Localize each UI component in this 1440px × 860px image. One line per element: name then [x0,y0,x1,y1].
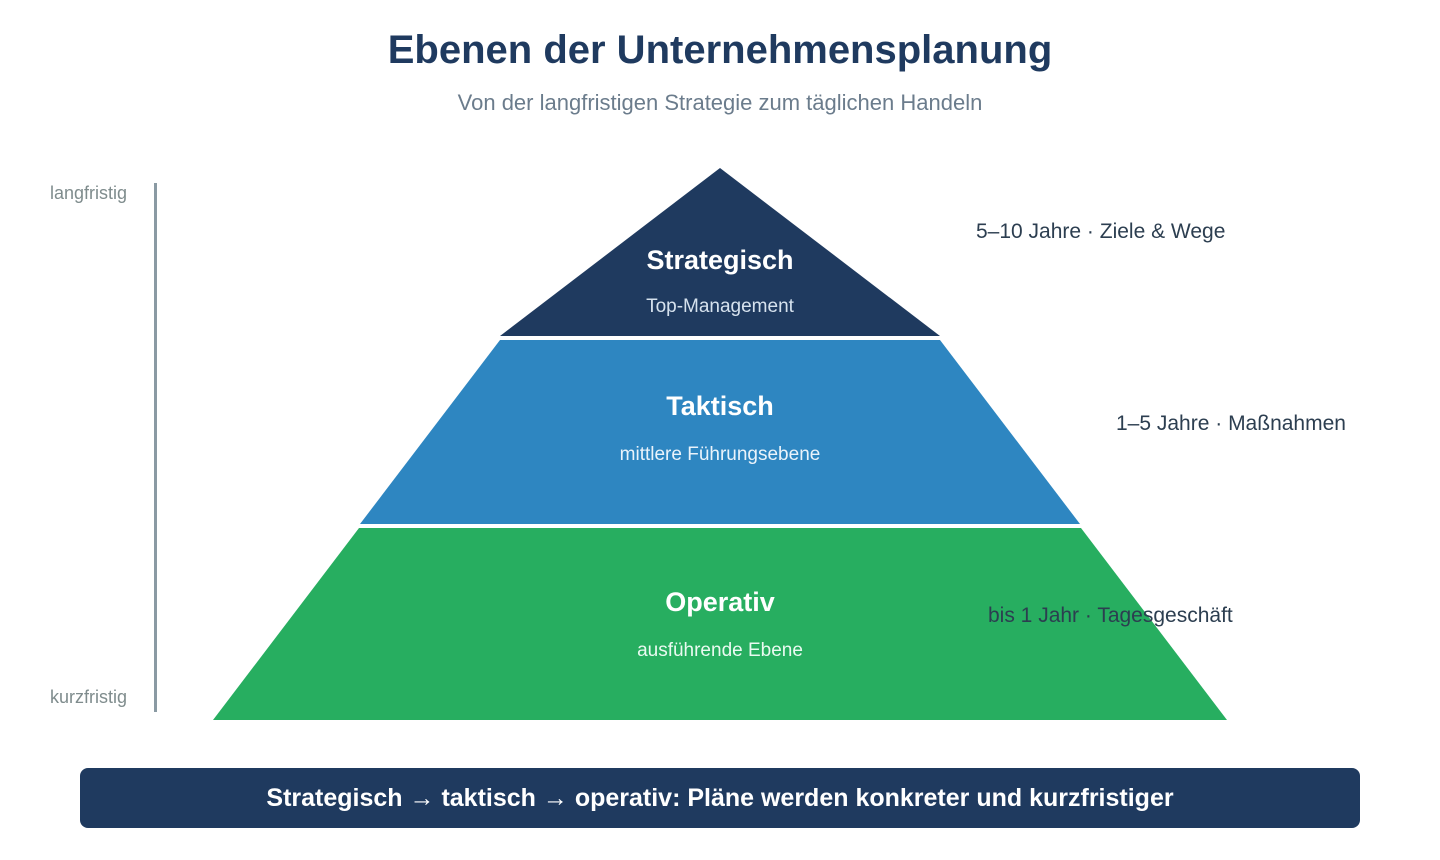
layer-title-strategic: Strategisch [646,245,793,275]
layer-title-tactical: Taktisch [666,391,774,421]
layer-audience-operative: ausführende Ebene [637,640,803,661]
pyramid-layer-operative [213,528,1227,720]
page-subtitle: Von der langfristigen Strategie zum tägl… [457,90,983,115]
summary-banner: Strategisch → taktisch → operativ: Pläne… [80,768,1360,828]
page-title: Ebenen der Unternehmensplanung [387,28,1053,72]
time-axis-bottom-label: kurzfristig [50,687,128,707]
horizon-note-strategic: 5–10 Jahre · Ziele & Wege [976,220,1226,243]
layer-audience-strategic: Top-Management [646,296,795,317]
time-axis-top-label: langfristig [50,183,128,203]
pyramid-layer-tactical [360,340,1080,524]
time-axis-line [154,183,157,712]
layer-audience-tactical: mittlere Führungsebene [620,444,821,465]
horizon-note-operative: bis 1 Jahr · Tagesgeschäft [988,604,1233,627]
pyramid-layer-strategic [500,168,940,336]
layer-title-operative: Operativ [665,587,775,617]
horizon-note-tactical: 1–5 Jahre · Maßnahmen [1116,412,1346,435]
